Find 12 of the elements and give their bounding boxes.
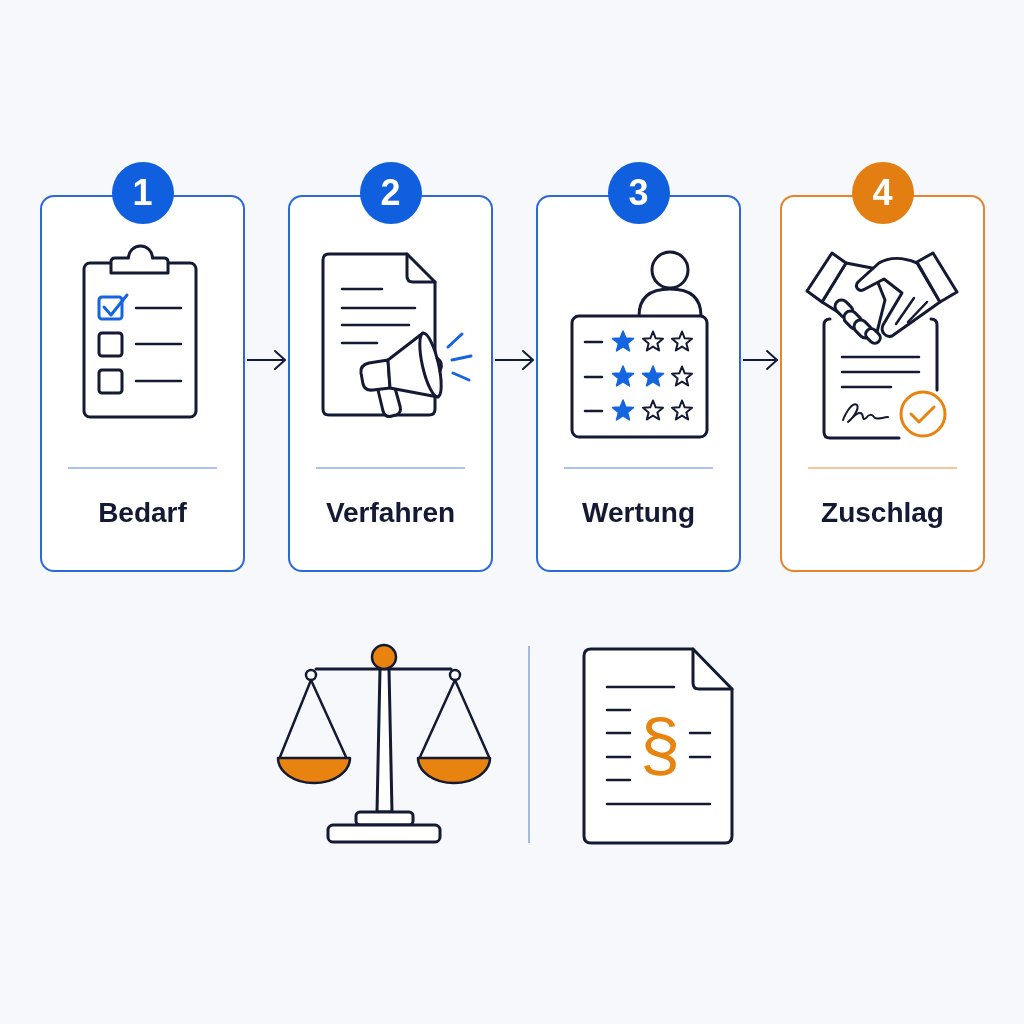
- arrow: [742, 350, 778, 370]
- step-number-badge: 4: [851, 162, 914, 224]
- step-number-badge: 1: [111, 162, 174, 224]
- step-title: Verfahren: [325, 496, 456, 530]
- step-title: Wertung: [582, 496, 695, 530]
- step-title: Zuschlag: [821, 496, 944, 530]
- step-number-badge: 3: [607, 162, 670, 224]
- step-number-badge: 2: [359, 162, 422, 224]
- arrow: [246, 350, 286, 370]
- section-symbol: §: [638, 708, 681, 780]
- step-title: Bedarf: [98, 496, 187, 530]
- arrow: [494, 350, 534, 370]
